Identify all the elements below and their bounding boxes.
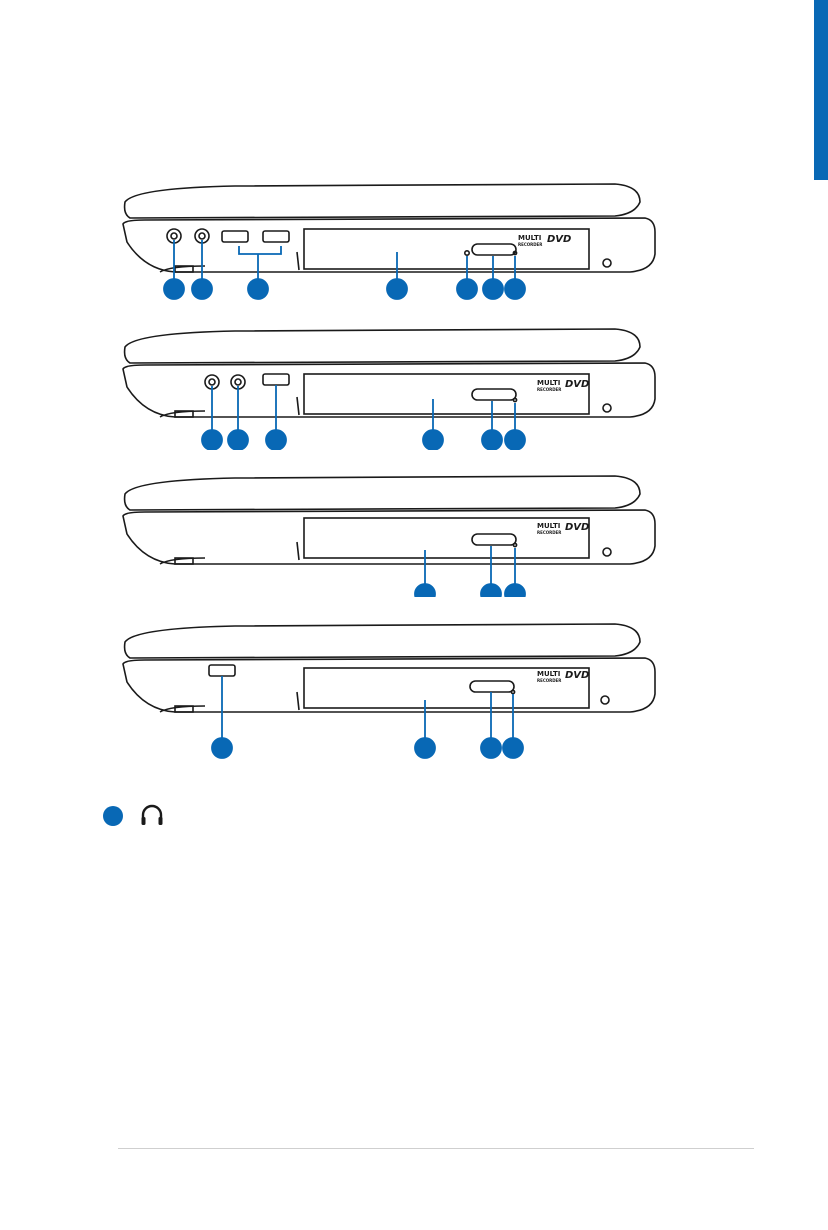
chapter-tab-bar xyxy=(814,0,828,180)
callout-eject-button xyxy=(481,429,503,450)
dvd-badge: DVD xyxy=(547,234,571,245)
recorder-badge: RECORDER xyxy=(518,242,542,247)
multi-badge: MULTI xyxy=(537,522,560,530)
legend-callout-marker xyxy=(103,806,123,826)
callout-emergency-eject xyxy=(502,737,524,759)
laptop-diagram-1-svg: MULTI DVD RECORDER xyxy=(122,183,656,300)
callout-usb-port xyxy=(265,429,287,450)
headphone-icon xyxy=(139,803,165,829)
dvd-badge: DVD xyxy=(565,670,589,681)
callout-emergency-eject xyxy=(504,429,526,450)
laptop-side-view-2: MULTI DVD RECORDER xyxy=(115,325,660,450)
laptop-diagram-4-svg: MULTI DVD RECORDER xyxy=(122,623,656,759)
callout-eject-button xyxy=(480,583,502,597)
callout-usb-ports xyxy=(247,278,269,300)
callout-headphone-jack xyxy=(163,278,185,300)
recorder-badge: RECORDER xyxy=(537,387,561,392)
dvd-badge: DVD xyxy=(565,379,589,390)
laptop-diagram-3-svg: MULTI DVD RECORDER xyxy=(122,475,656,597)
multi-badge: MULTI xyxy=(537,670,560,678)
callout-emergency-eject xyxy=(504,583,526,597)
callout-optical-drive xyxy=(414,583,436,597)
callout-microphone-jack xyxy=(227,429,249,450)
footer-rule xyxy=(118,1148,754,1149)
callout-optical-drive xyxy=(386,278,408,300)
callout-microphone-jack xyxy=(191,278,213,300)
recorder-badge: RECORDER xyxy=(537,678,561,683)
callout-headphone-jack xyxy=(201,429,223,450)
callout-drive-activity xyxy=(456,278,478,300)
laptop-side-view-1: MULTI DVD RECORDER xyxy=(115,180,660,305)
laptop-diagram-2-svg: MULTI DVD RECORDER xyxy=(122,328,656,450)
multi-badge: MULTI xyxy=(518,234,541,242)
laptop-side-view-4: MULTI DVD RECORDER xyxy=(115,620,660,759)
callout-optical-drive xyxy=(414,737,436,759)
callout-emergency-eject xyxy=(504,278,526,300)
callout-eject-button xyxy=(482,278,504,300)
multi-badge: MULTI xyxy=(537,379,560,387)
callout-usb-port xyxy=(211,737,233,759)
callout-eject-button xyxy=(480,737,502,759)
callout-optical-drive xyxy=(422,429,444,450)
dvd-badge: DVD xyxy=(565,522,589,533)
recorder-badge: RECORDER xyxy=(537,530,561,535)
laptop-side-view-3: MULTI DVD RECORDER xyxy=(115,472,660,597)
